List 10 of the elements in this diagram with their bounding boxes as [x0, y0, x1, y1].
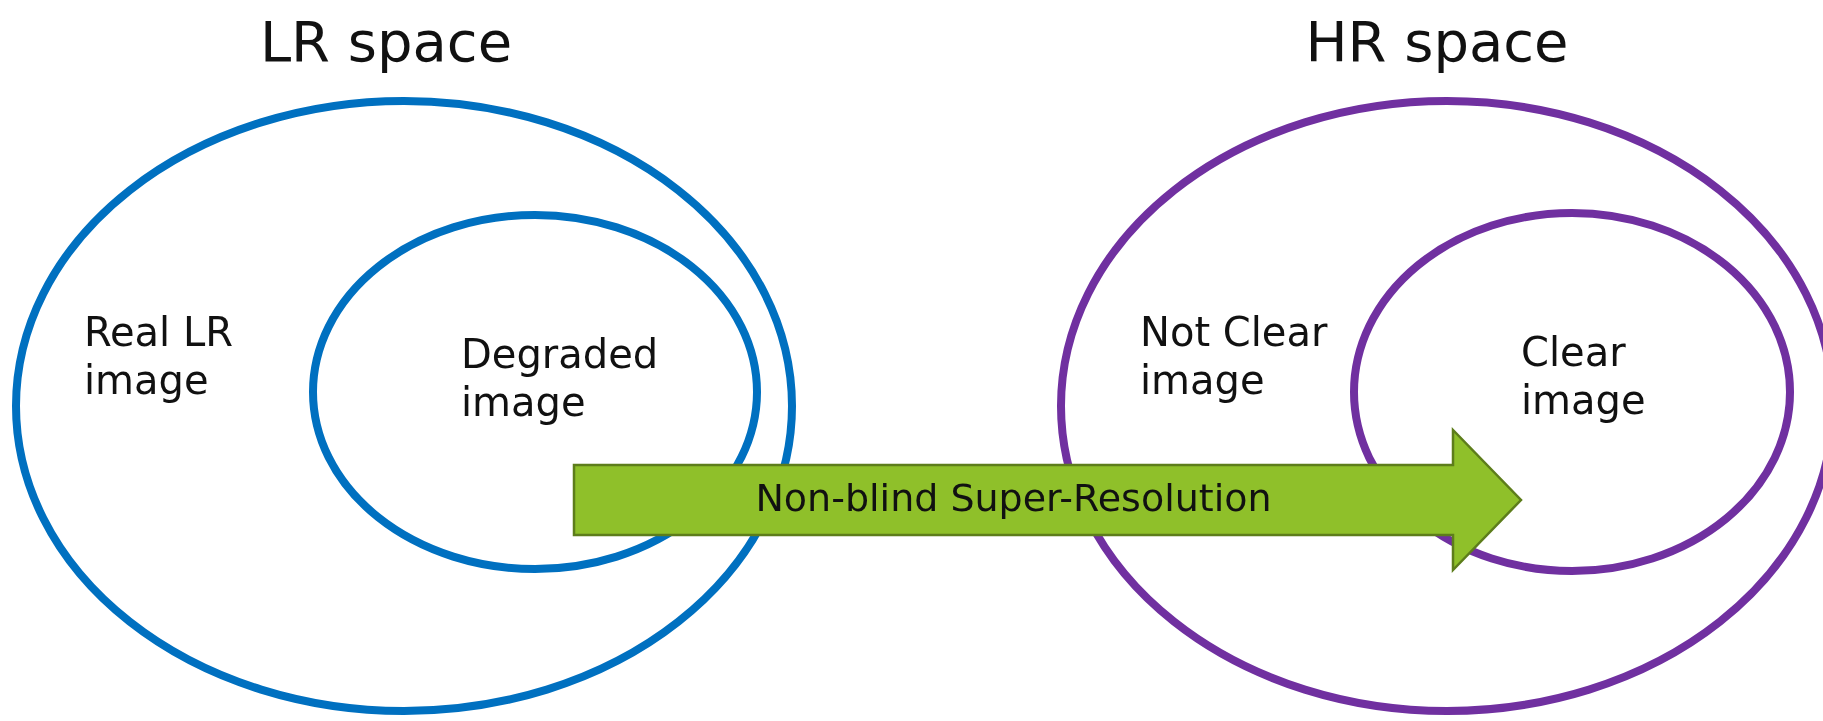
- region-label: Real LR image: [84, 308, 235, 404]
- region-label: Clear image: [1521, 328, 1647, 424]
- ellipse-region: [1352, 211, 1792, 574]
- edge-label: Non-blind Super-Resolution: [754, 476, 1273, 520]
- region-title: HR space: [1304, 8, 1570, 76]
- block-arrow: [572, 426, 1523, 574]
- ellipse-region: [310, 212, 760, 572]
- region-label: Not Clear image: [1140, 308, 1329, 404]
- region-title: LR space: [258, 8, 514, 76]
- region-label: Degraded image: [461, 330, 660, 426]
